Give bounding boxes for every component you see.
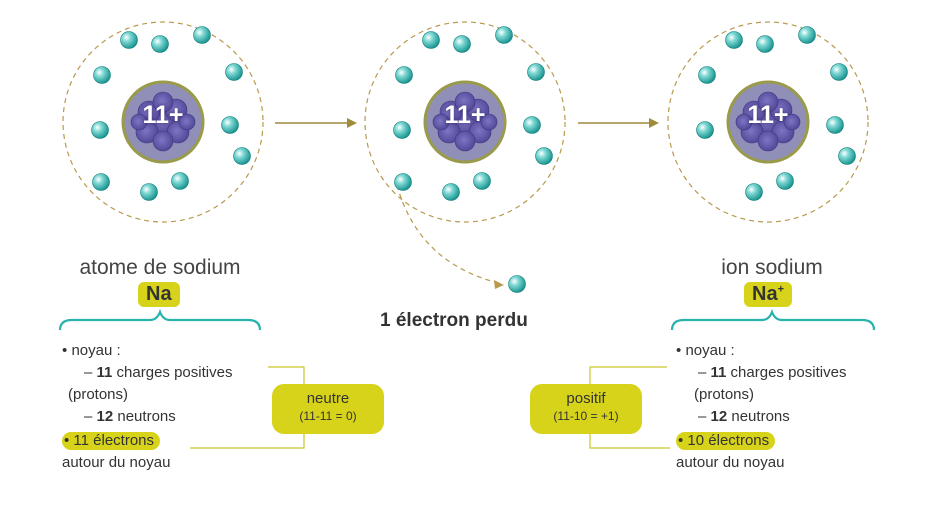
electron-middle-10 [473,172,491,190]
electron-ion-2 [798,26,816,44]
nucleus-middle [423,80,507,164]
atom-properties: • noyau : – 11 charges positives (proton… [62,340,282,474]
ion-charge-formula: (11-10 = +1) [553,409,619,423]
electron-middle-6 [395,66,413,84]
ion-charges-count: 11 [710,364,727,381]
arrow-right-2 [578,118,659,128]
lost-electron [508,275,526,293]
electron-atom-7 [91,121,109,139]
electron-atom-8 [92,173,110,191]
lost-electron-label: 1 électron perdu [380,310,528,331]
atom-around: autour du noyau [62,454,171,471]
connector-atom [190,366,305,449]
electron-middle-9 [442,183,460,201]
electron-middle-2 [495,26,513,44]
ion-properties: • noyau : – 11 charges positives (proton… [676,340,896,474]
ion-caption: ion sodium [721,256,823,279]
lost-electron-path [396,184,504,289]
atom-symbol: Na [138,282,180,307]
bracket-atom [58,308,262,331]
ion-around: autour du noyau [676,454,785,471]
ion-charge-label: positif [566,390,606,407]
orbit-atom [62,21,264,223]
ion-electrons: 10 électrons [687,432,770,449]
orbit-ion [667,21,869,223]
electron-middle-4 [523,116,541,134]
atom-charges-text: charges positives [116,364,233,381]
electron-middle-5 [535,147,553,165]
ion-symbol: Na+ [744,282,793,307]
electron-atom-9 [140,183,158,201]
bracket-ion [670,308,876,331]
ion-protons: (protons) [694,386,755,403]
electron-ion-0 [725,31,743,49]
electron-atom-4 [221,116,239,134]
electron-ion-6 [698,66,716,84]
atom-caption: atome de sodium [79,256,241,279]
electron-ion-5 [838,147,856,165]
nucleus-label-atom: 11+ [142,101,184,129]
electron-ion-10 [776,172,794,190]
electron-middle-3 [527,63,545,81]
electron-atom-1 [151,35,169,53]
electron-middle-1 [453,35,471,53]
connector-ion [589,366,670,449]
orbit-middle [364,21,566,223]
electron-ion-7 [696,121,714,139]
atom-neutrons-count: 12 [96,408,114,425]
electron-atom-6 [93,66,111,84]
atom-charges-count: 11 [96,364,113,381]
atom-charge-box: neutre (11-11 = 0) [272,384,384,434]
atom-nucleus-label: noyau : [71,342,121,359]
atom-charge-label: neutre [306,390,350,407]
electron-ion-4 [826,116,844,134]
electron-atom-3 [225,63,243,81]
ion-neutrons-count: 12 [710,408,728,425]
nucleus-label-middle: 11+ [444,101,486,129]
electron-atom-2 [193,26,211,44]
electron-middle-7 [393,121,411,139]
nucleus-label-ion: 11+ [747,101,789,129]
electron-atom-5 [233,147,251,165]
ion-charges-text: charges positives [730,364,847,381]
electron-atom-0 [120,31,138,49]
nucleus-atom [121,80,205,164]
ion-charge-box: positif (11-10 = +1) [530,384,642,434]
electron-atom-10 [171,172,189,190]
atom-protons: (protons) [68,386,129,403]
electron-ion-3 [830,63,848,81]
atom-neutrons-text: neutrons [117,408,176,425]
nucleus-ion [726,80,810,164]
ion-neutrons-text: neutrons [731,408,790,425]
electron-middle-8 [394,173,412,191]
atom-electrons: 11 électrons [73,432,155,449]
electron-ion-9 [745,183,763,201]
electron-ion-1 [756,35,774,53]
ion-nucleus-label: noyau : [685,342,735,359]
arrow-right-1 [275,118,357,128]
electron-middle-0 [422,31,440,49]
atom-charge-formula: (11-11 = 0) [299,409,357,423]
